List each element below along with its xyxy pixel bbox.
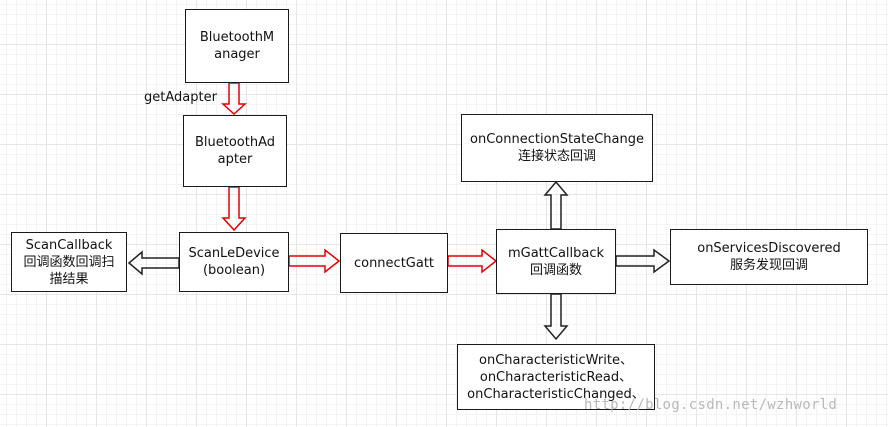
edge-label-get-adapter: getAdapter xyxy=(144,90,217,105)
node-text: (boolean) xyxy=(202,263,266,278)
node-text: onCharacteristicRead、 xyxy=(479,369,633,385)
node-text: 描结果 xyxy=(49,271,89,287)
node-text: BluetoothM xyxy=(199,30,275,45)
node-text: 回调函数回调扫 xyxy=(23,254,115,270)
node-text: ScanCallback xyxy=(25,237,113,253)
node-connect-gatt: connectGatt xyxy=(340,233,448,293)
node-text: onConnectionStateChange xyxy=(470,132,644,147)
arrow-scanledevice-to-connectgatt xyxy=(288,248,341,274)
arrow-gattcallback-to-characteristic xyxy=(543,293,569,341)
node-gatt-callback: mGattCallback 回调函数 xyxy=(496,229,616,294)
node-text: 服务发现回调 xyxy=(729,258,808,273)
node-text: onCharacteristicChanged、 xyxy=(467,386,645,402)
arrow-scanledevice-to-scancallback xyxy=(127,250,180,276)
node-characteristic-callbacks: onCharacteristicWrite、 onCharacteristicR… xyxy=(457,344,655,410)
node-bluetooth-adapter: BluetoothAd apter xyxy=(183,115,287,187)
node-text: BluetoothAd xyxy=(194,135,276,150)
arrow-gattcallback-to-servicesdiscovered xyxy=(615,248,671,274)
node-scan-le-device: ScanLeDevice (boolean) xyxy=(179,232,289,292)
arrow-manager-to-adapter xyxy=(221,82,247,116)
node-text: onServicesDiscovered xyxy=(697,241,841,256)
node-text: mGattCallback xyxy=(507,245,605,261)
arrow-connectgatt-to-gattcallback xyxy=(447,248,498,274)
node-text: apter xyxy=(217,152,253,167)
node-text: 回调函数 xyxy=(529,262,582,278)
node-bluetooth-manager: BluetoothM anager xyxy=(185,9,289,83)
node-text: anager xyxy=(214,47,260,62)
node-services-discovered: onServicesDiscovered 服务发现回调 xyxy=(670,229,868,285)
node-connection-state-change: onConnectionStateChange 连接状态回调 xyxy=(461,114,653,182)
node-text: 连接状态回调 xyxy=(517,149,596,164)
node-scan-callback: ScanCallback 回调函数回调扫 描结果 xyxy=(11,232,127,292)
arrow-gattcallback-to-connectionstate xyxy=(543,180,569,230)
node-text: ScanLeDevice xyxy=(188,246,280,261)
node-text: connectGatt xyxy=(353,255,435,271)
arrow-adapter-to-scanledevice xyxy=(221,186,247,232)
watermark: http://blog.csdn.net/wzhworld xyxy=(584,397,838,413)
node-text: onCharacteristicWrite、 xyxy=(479,352,633,368)
